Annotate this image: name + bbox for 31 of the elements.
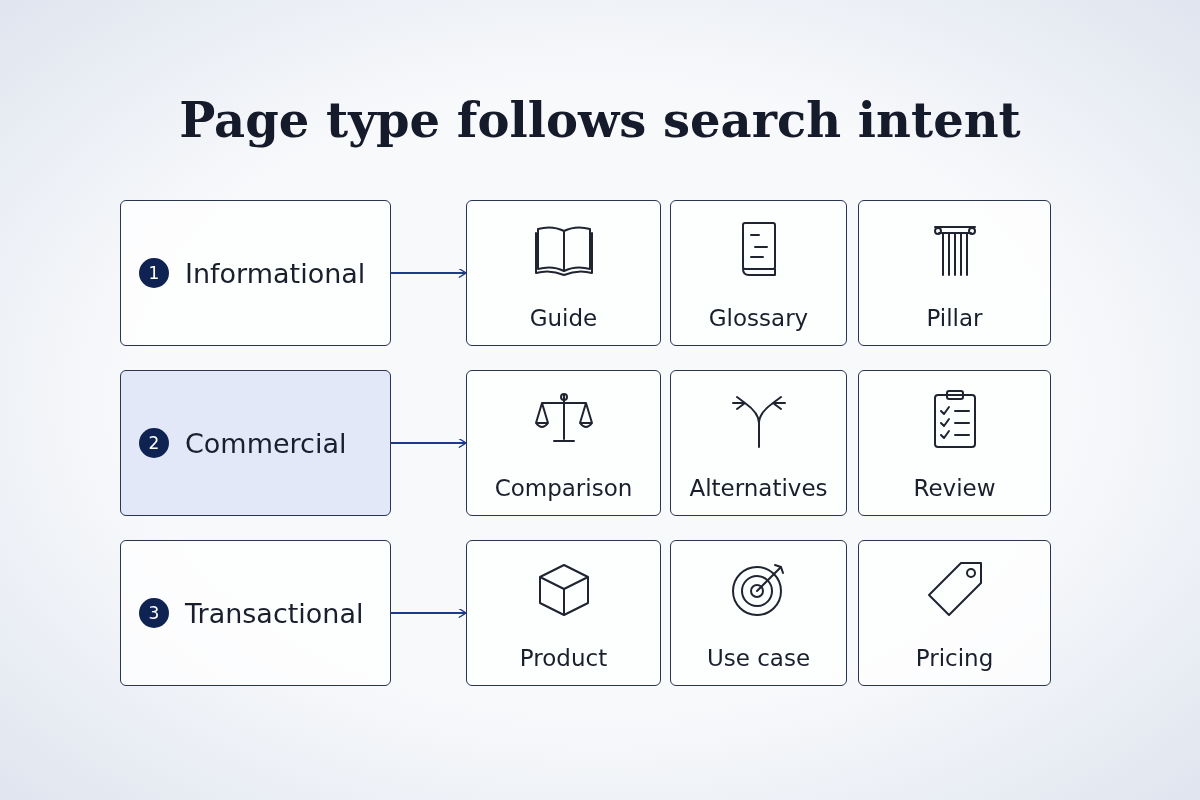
page-type-label: Review [912, 475, 997, 501]
intent-card [120, 200, 391, 346]
intent-label: Transactional [185, 597, 364, 629]
intent-label: Commercial [185, 427, 347, 459]
page-type-label: Pricing [914, 645, 995, 671]
intent-card [120, 540, 391, 686]
page-type-label: Alternatives [688, 475, 829, 501]
page-type-card [858, 200, 1051, 346]
step-number-badge: 3 [139, 598, 169, 628]
page-type-label: Glossary [707, 305, 810, 331]
page-type-card [670, 370, 847, 516]
page-type-label: Guide [528, 305, 599, 331]
page-type-label: Use case [705, 645, 812, 671]
page-type-card [858, 370, 1051, 516]
page-type-label: Comparison [493, 475, 634, 501]
page-type-card [466, 200, 661, 346]
page-type-label: Product [518, 645, 609, 671]
title: Page type follows search intent [178, 92, 1022, 148]
page-type-card [670, 540, 847, 686]
arrow [390, 607, 467, 619]
step-number-badge: 1 [139, 258, 169, 288]
intent-label: Informational [185, 257, 366, 289]
page-type-card [670, 200, 847, 346]
page-type-card [858, 540, 1051, 686]
arrow [390, 437, 467, 449]
page-type-label: Pillar [925, 305, 984, 331]
page-type-card [466, 370, 661, 516]
arrow [390, 267, 467, 279]
page-type-card [466, 540, 661, 686]
step-number-badge: 2 [139, 428, 169, 458]
intent-card [120, 370, 391, 516]
